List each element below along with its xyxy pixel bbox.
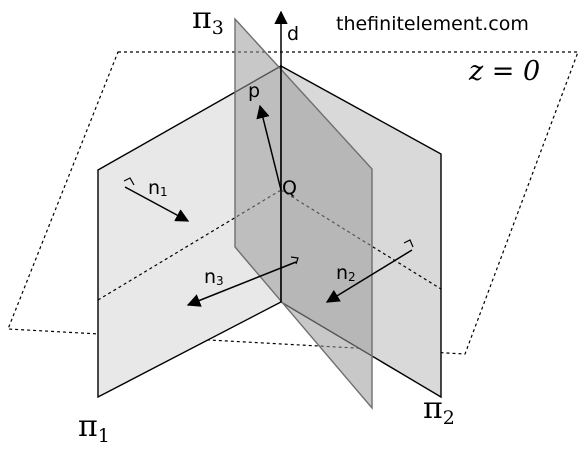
plane-pi3-sub: 3: [212, 17, 224, 39]
label-n1-sub: 1: [160, 185, 168, 199]
label-Q: Q: [282, 177, 297, 199]
right-angle-n2: [403, 239, 414, 248]
label-n1: n1: [148, 177, 168, 199]
label-n2-sub: 2: [348, 270, 356, 284]
z0-plane-outline: [7, 51, 579, 355]
vector-n3: [186, 261, 297, 307]
plane-pi1-label: π1: [78, 409, 110, 447]
vector-p: [256, 104, 282, 191]
plane-pi1-sub: 1: [98, 425, 110, 447]
plane-pi2-label: π2: [423, 391, 455, 429]
label-d: d: [287, 23, 299, 45]
vector-n2: [325, 249, 413, 303]
label-n1-base: n: [148, 177, 160, 199]
plane-z0-label: z = 0: [468, 56, 540, 87]
right-angle-n1: [123, 177, 135, 186]
vector-n1: [124, 186, 190, 222]
plane-pi3-label: π3: [192, 1, 224, 39]
plane-pi1-symbol: π: [78, 409, 98, 444]
label-n3: n3: [204, 266, 224, 288]
site-watermark: thefinitelement.com: [336, 13, 529, 35]
label-n3-base: n: [204, 266, 216, 288]
label-n3-sub: 3: [216, 274, 224, 288]
label-p: p: [248, 80, 260, 102]
plane-pi2-sub: 2: [443, 407, 455, 429]
plane-pi3: [234, 17, 373, 410]
plane-pi2-symbol: π: [423, 391, 443, 426]
label-n2-base: n: [336, 262, 348, 284]
right-angle-n3: [290, 256, 299, 265]
plane-pi3-symbol: π: [192, 1, 212, 36]
label-n2: n2: [336, 262, 356, 284]
